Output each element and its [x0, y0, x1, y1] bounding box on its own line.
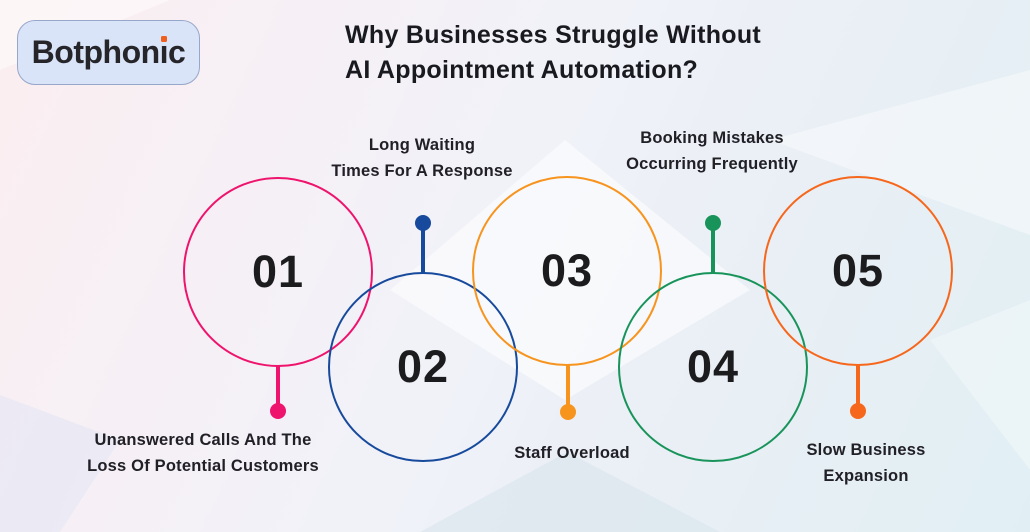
connector-dot	[705, 215, 721, 231]
step-label: Long Waiting Times For A Response	[331, 136, 513, 180]
step-label: Unanswered Calls And The Loss Of Potenti…	[87, 431, 319, 475]
step-number: 04	[686, 341, 740, 392]
connector-line	[566, 364, 570, 408]
step-number: 03	[540, 245, 594, 296]
page-title: Why Businesses Struggle Without AI Appoi…	[345, 18, 761, 88]
logo-i-orange-dot: ı	[159, 34, 169, 70]
step-number: 01	[251, 246, 305, 297]
connector-dot	[270, 403, 286, 419]
step-circle: 05	[763, 176, 953, 366]
connector-line	[711, 225, 715, 274]
step-label: Slow Business Expansion	[806, 441, 926, 485]
page-title-line2: AI Appointment Automation?	[345, 56, 699, 84]
step-label: Booking Mistakes Occurring Frequently	[626, 129, 798, 173]
step-number: 05	[831, 245, 885, 296]
page-title-line1: Why Businesses Struggle Without	[345, 21, 762, 49]
step-number: 02	[396, 341, 450, 392]
connector-dot	[415, 215, 431, 231]
connector-line	[421, 225, 425, 274]
connector-dot	[560, 404, 576, 420]
connector-dot	[850, 403, 866, 419]
connector-line	[856, 364, 860, 407]
connector-line	[276, 365, 280, 407]
step-label: Staff Overload	[514, 444, 630, 462]
